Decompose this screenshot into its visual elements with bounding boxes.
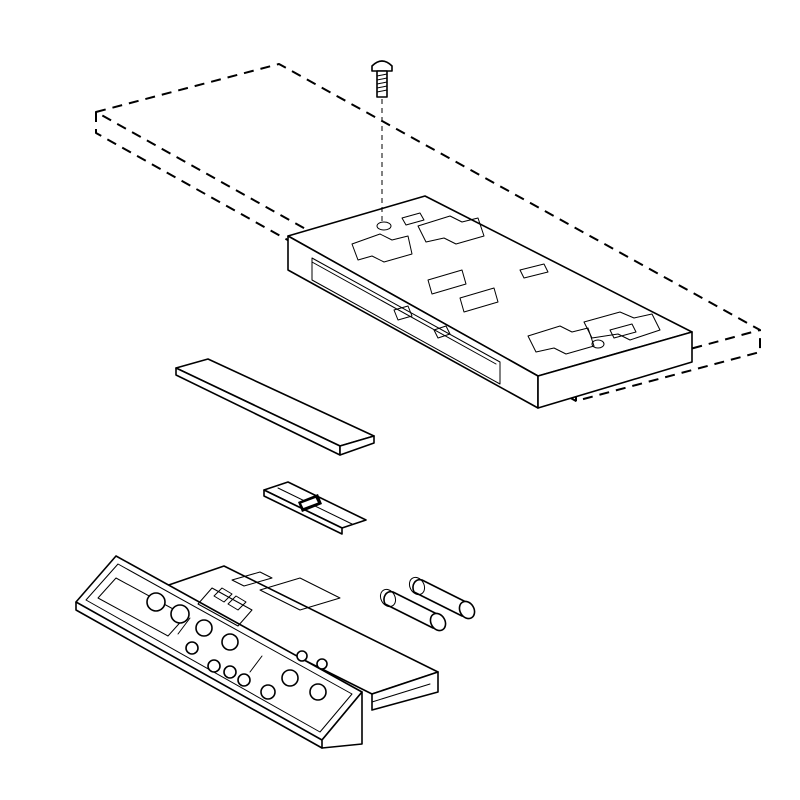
battery — [379, 576, 476, 632]
mounting-screw — [371, 60, 393, 222]
control-unit — [75, 555, 439, 749]
cover-panel — [175, 358, 375, 456]
battery-door — [263, 481, 367, 535]
mounting-bracket — [287, 195, 693, 409]
